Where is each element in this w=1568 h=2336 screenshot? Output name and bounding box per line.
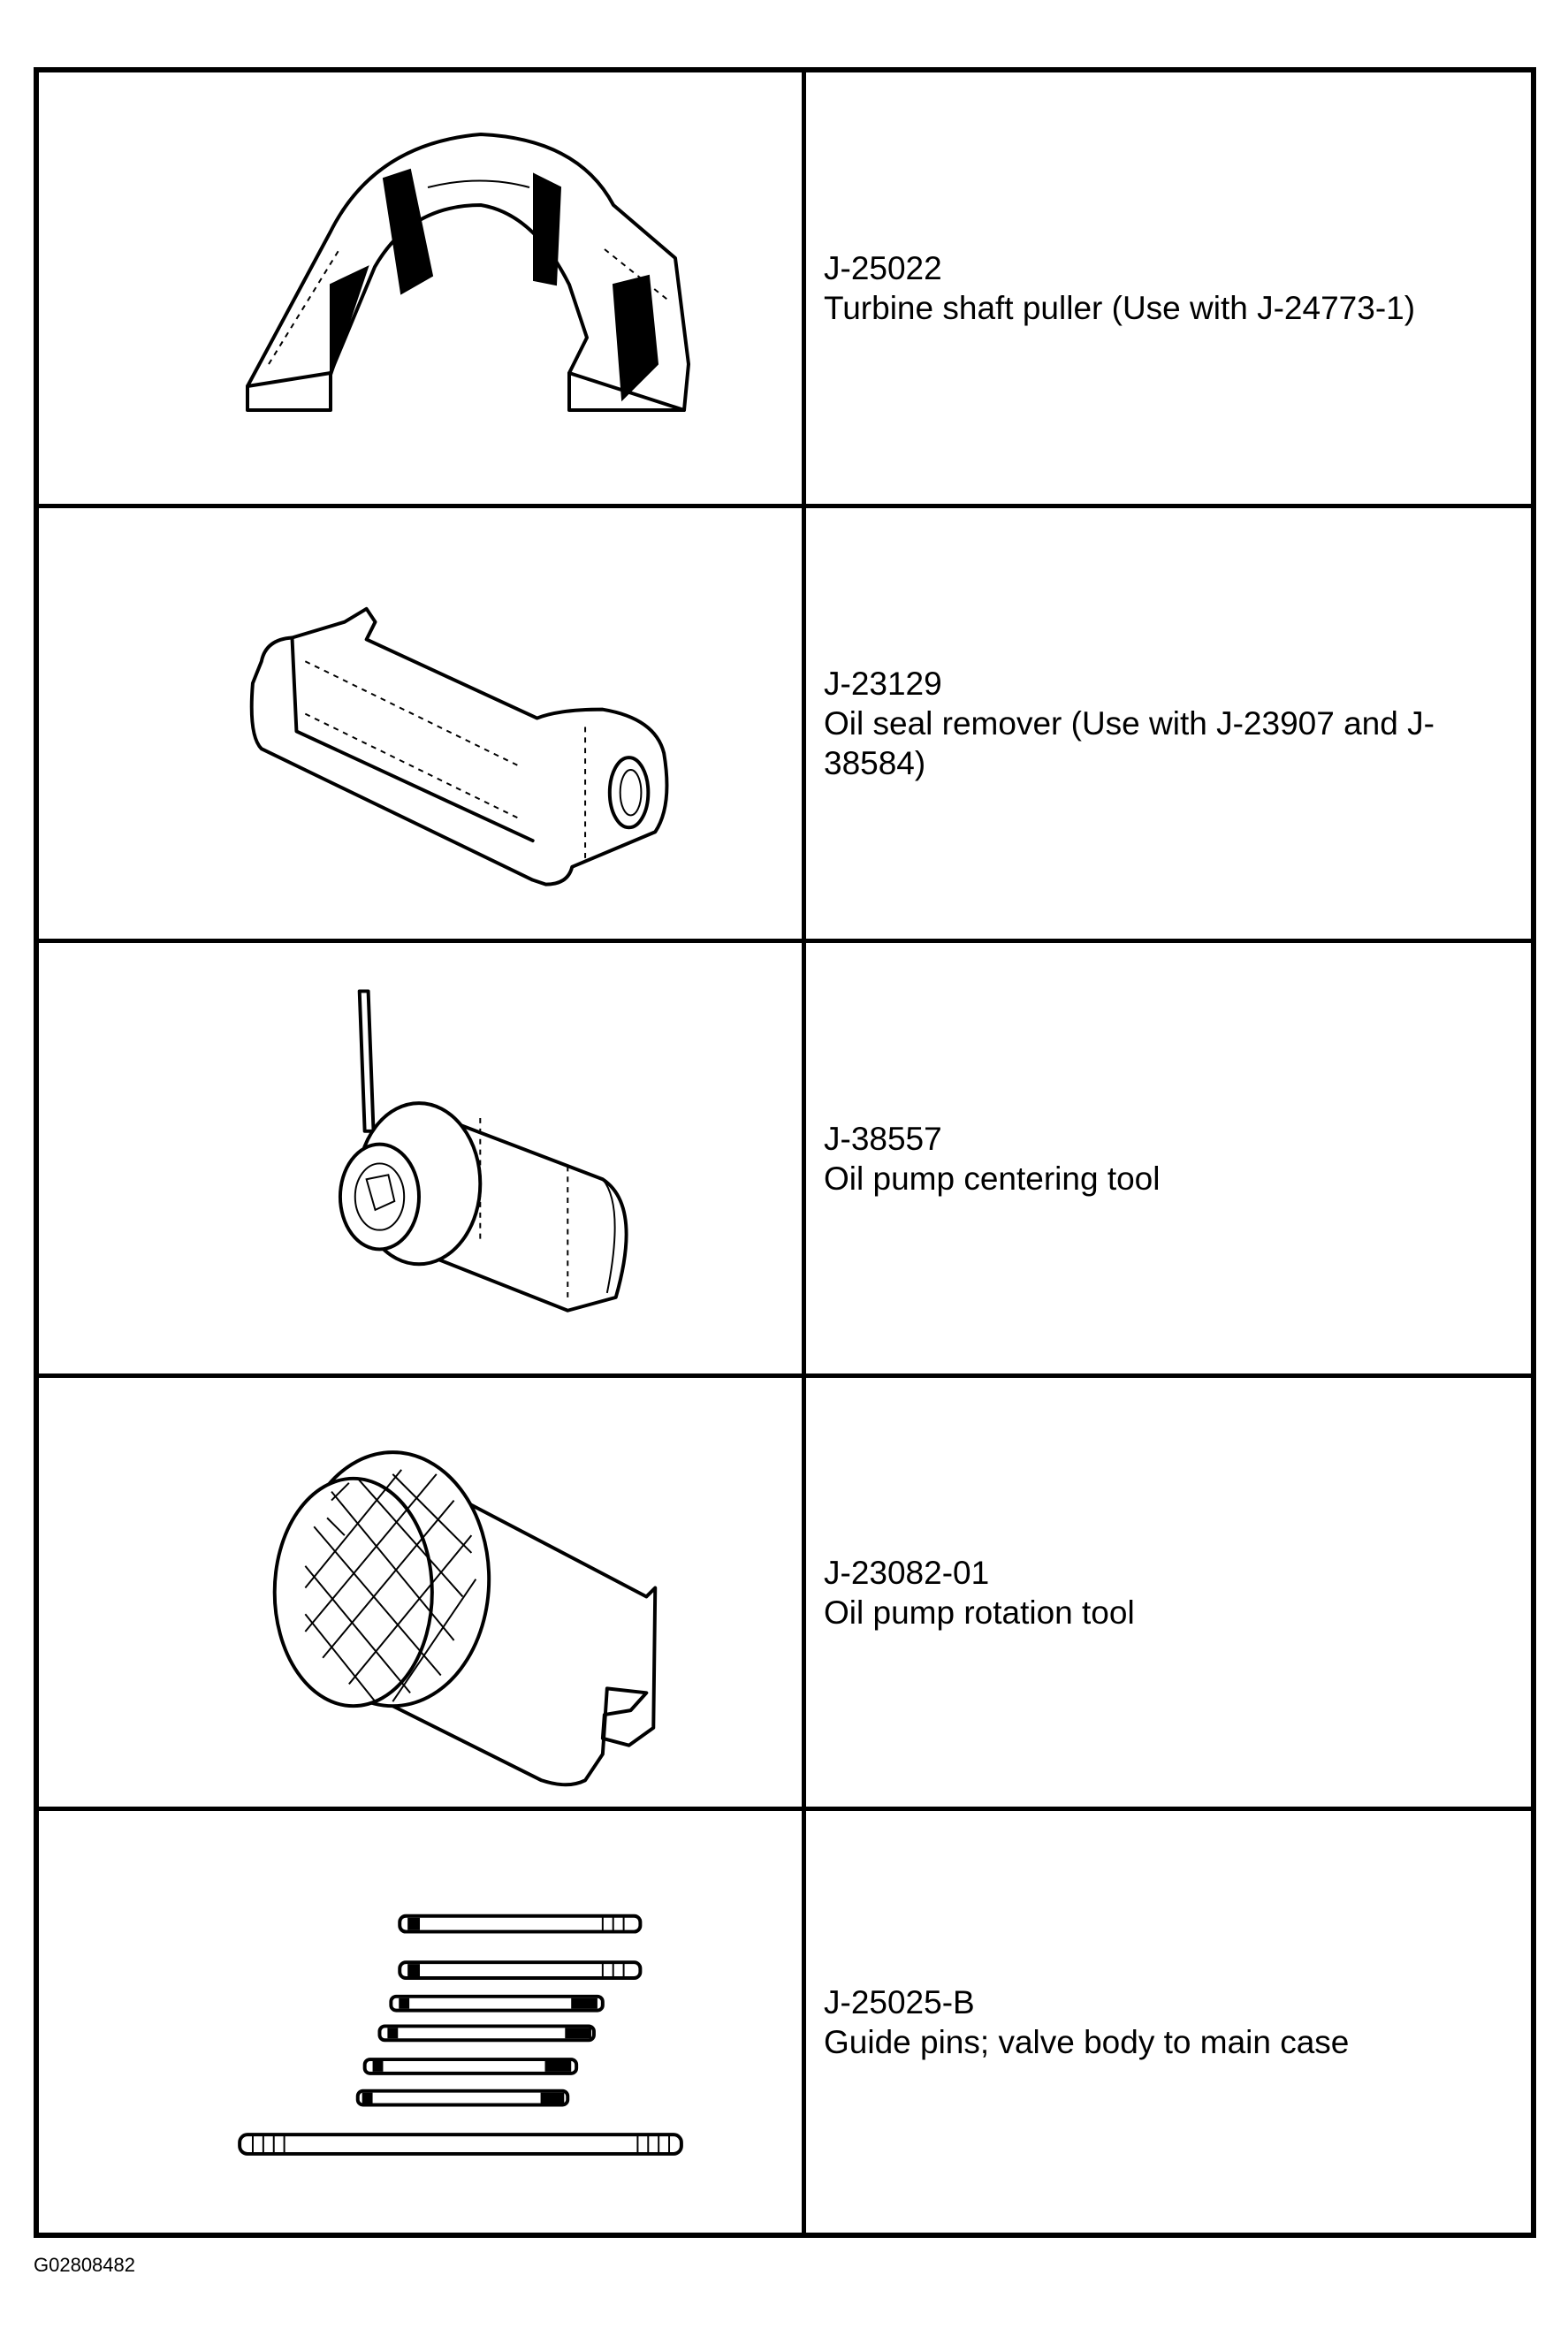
tool-image-cell-2 [39, 508, 806, 939]
guide-pin [362, 2058, 579, 2075]
part-number: J-23082-01 [824, 1554, 990, 1591]
tool-row-1: J-25022 Turbine shaft puller (Use with J… [39, 72, 1531, 504]
tool-text-cell-1: J-25022 Turbine shaft puller (Use with J… [806, 72, 1531, 504]
part-number: J-38557 [824, 1120, 942, 1157]
tool-row-3: J-38557 Oil pump centering tool [39, 939, 1531, 1373]
tool-text-cell-4: J-23082-01 Oil pump rotation tool [806, 1378, 1531, 1807]
part-number: J-25022 [824, 250, 942, 286]
part-number: J-23129 [824, 666, 942, 702]
oil-seal-remover-illustration [249, 606, 669, 886]
guide-pin [377, 2024, 596, 2043]
guide-pin [398, 1914, 643, 1934]
turbine-shaft-puller-illustration [246, 133, 690, 412]
guide-pin [355, 2089, 570, 2107]
oil-pump-rotation-tool-illustration [272, 1450, 658, 1787]
guide-pin [389, 1994, 605, 2013]
guide-pin [398, 1960, 643, 1980]
tool-text-cell-3: J-38557 Oil pump centering tool [806, 943, 1531, 1373]
tool-image-cell-1 [39, 72, 806, 504]
tool-row-5: J-25025-B Guide pins; valve body to main… [39, 1807, 1531, 2233]
part-number: J-25025-B [824, 1983, 975, 2020]
tool-image-cell-5 [39, 1811, 806, 2233]
tool-image-cell-3 [39, 943, 806, 1373]
tool-description: Oil seal remover (Use with J-23907 and J… [824, 705, 1435, 781]
tool-row-4: J-23082-01 Oil pump rotation tool [39, 1373, 1531, 1807]
tool-description: Oil pump centering tool [824, 1160, 1161, 1197]
oil-pump-centering-tool-illustration [338, 989, 628, 1313]
tool-description: Turbine shaft puller (Use with J-24773-1… [824, 290, 1416, 326]
guide-pin [238, 2133, 683, 2156]
figure-id: G02808482 [34, 2254, 135, 2276]
special-tools-table: J-25022 Turbine shaft puller (Use with J… [34, 67, 1536, 2238]
tool-description: Oil pump rotation tool [824, 1594, 1135, 1631]
tool-text-cell-5: J-25025-B Guide pins; valve body to main… [806, 1811, 1531, 2233]
tool-text-cell-2: J-23129 Oil seal remover (Use with J-239… [806, 508, 1531, 939]
guide-pins-illustration [238, 1914, 683, 2156]
tool-description: Guide pins; valve body to main case [824, 2023, 1350, 2060]
tool-image-cell-4 [39, 1378, 806, 1807]
tool-row-2: J-23129 Oil seal remover (Use with J-239… [39, 504, 1531, 939]
